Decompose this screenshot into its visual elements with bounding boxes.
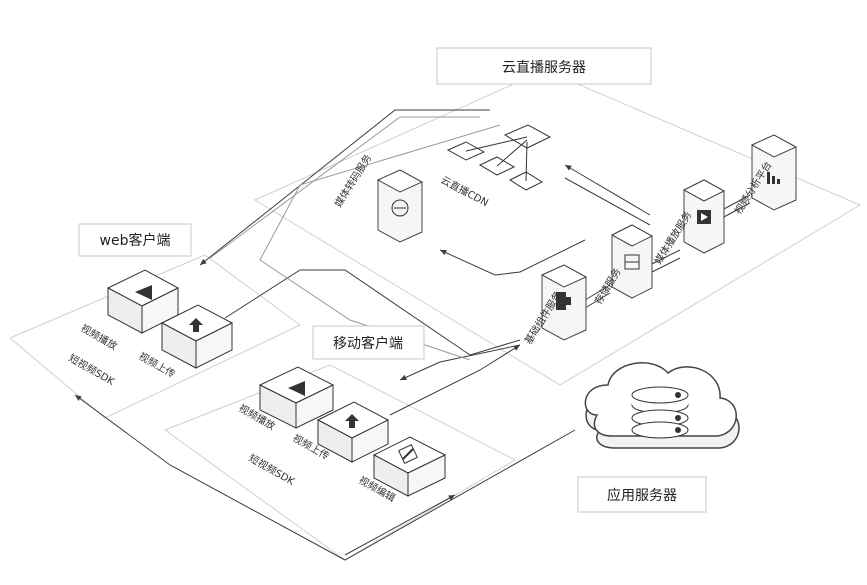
- upload-arrow-icon: [189, 318, 203, 332]
- mobile-edit-block[interactable]: [372, 436, 447, 497]
- play-icon: [288, 381, 305, 396]
- web-upload-block[interactable]: [160, 304, 234, 369]
- analytics-platform: [750, 134, 798, 211]
- web-client-box: web客户端: [78, 223, 192, 257]
- cloud-live-server-label: 云直播服务器: [502, 59, 586, 76]
- mobile-client-label: 移动客户端: [333, 335, 403, 352]
- mobile-client-box: 移动客户端: [312, 325, 425, 360]
- mobile-play-block[interactable]: [258, 366, 335, 429]
- playback-icon: [697, 210, 711, 224]
- edit-pencil-icon: [398, 444, 418, 464]
- storage-service: [610, 224, 654, 299]
- cloud-platform: [253, 69, 862, 386]
- mobile-platform: [163, 364, 517, 561]
- puzzle-icon: [556, 292, 571, 310]
- playback-service: [682, 179, 726, 254]
- transcode-icon: [391, 199, 409, 217]
- base-component-service: [540, 264, 588, 341]
- database-cloud-icon: [584, 362, 740, 449]
- transcode-service: [376, 169, 424, 243]
- app-server-box: 应用服务器: [577, 476, 707, 513]
- storage-icon: [624, 254, 640, 270]
- network-nodes-icon: [446, 124, 552, 191]
- play-icon: [135, 285, 152, 300]
- web-play-block[interactable]: [106, 269, 180, 334]
- mobile-upload-block[interactable]: [316, 401, 390, 463]
- cloud-live-server-box: 云直播服务器: [436, 47, 652, 85]
- web-client-label: web客户端: [100, 232, 171, 249]
- app-server-label: 应用服务器: [607, 487, 677, 504]
- upload-arrow-icon: [345, 414, 359, 428]
- bar-chart-icon: [767, 172, 780, 184]
